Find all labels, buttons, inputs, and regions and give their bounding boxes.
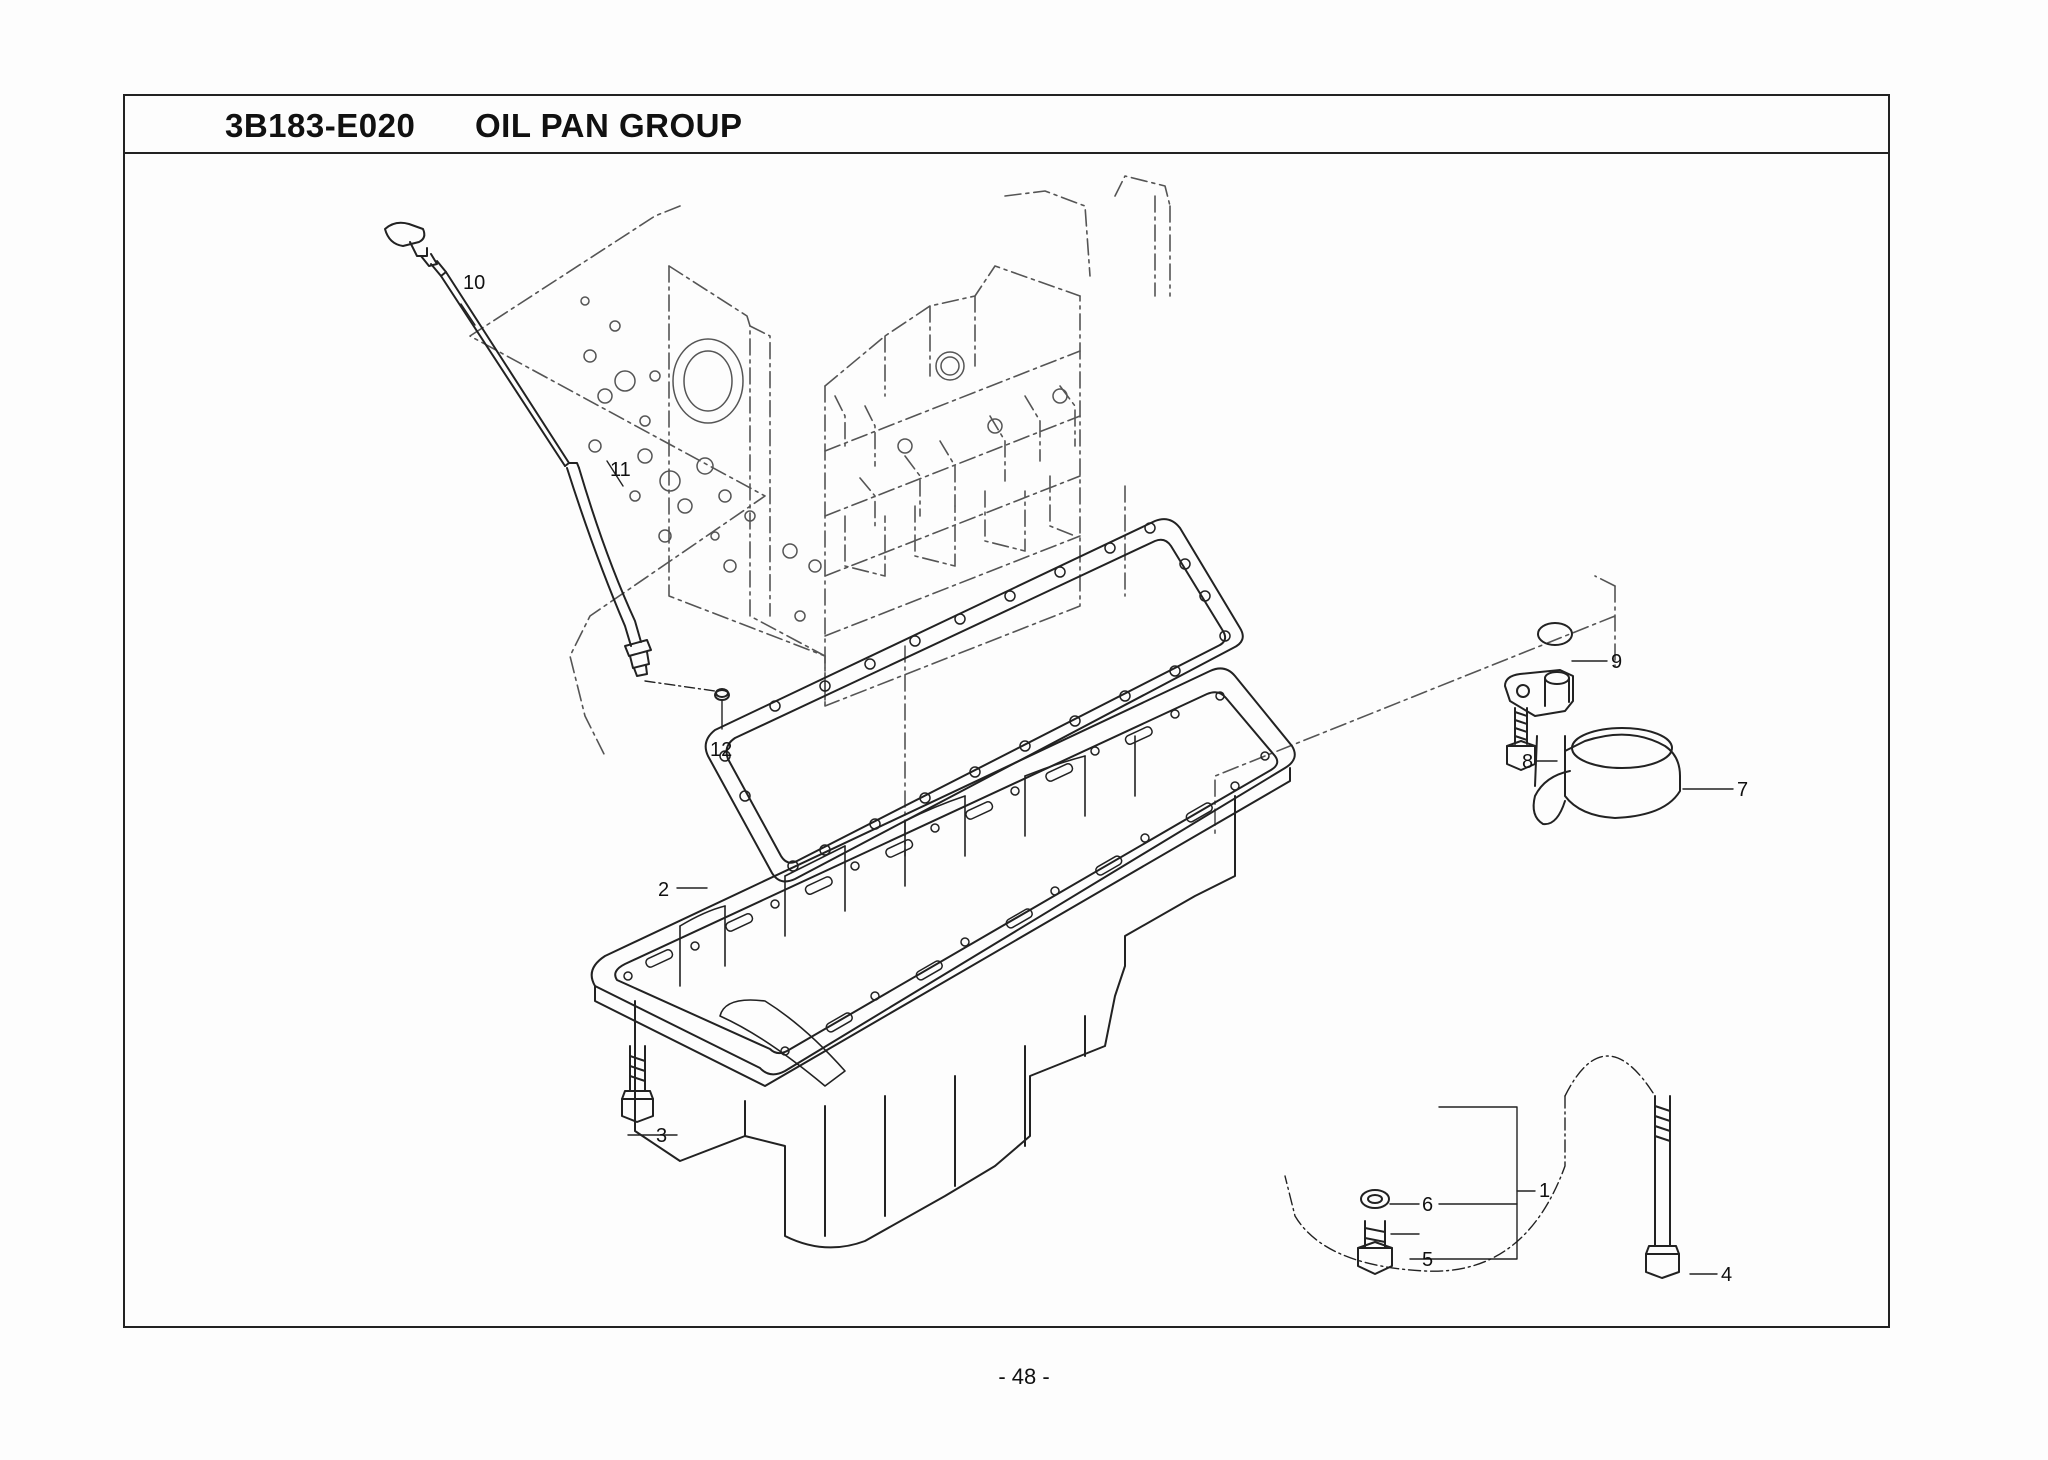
callout-4: 4: [1721, 1264, 1732, 1286]
dipstick-o-ring: [644, 680, 730, 701]
engine-block-phantom: [469, 175, 1616, 857]
part-group-title: OIL PAN GROUP: [475, 107, 743, 144]
engine-block-holes: [580, 296, 1068, 622]
part-group-code: 3B183-E020: [225, 107, 416, 144]
callout-8: 8: [1522, 751, 1533, 773]
callout-9: 9: [1611, 651, 1622, 673]
strainer-mounting-bolt: [1506, 707, 1536, 771]
callout-2: 2: [658, 879, 669, 901]
callout-5: 5: [1422, 1249, 1433, 1271]
oil-pan-flange-slots: [623, 691, 1270, 1056]
drain-plug: [1357, 1220, 1393, 1275]
callout-7: 7: [1737, 779, 1748, 801]
exploded-parts-diagram: 1 2 3 4 5 6 7 8 9 10 11 12: [384, 175, 1748, 1286]
strainer-o-ring: [1537, 622, 1573, 646]
oil-pan: [590, 667, 1296, 1249]
callout-1: 1: [1539, 1180, 1550, 1202]
dipstick: [384, 221, 570, 467]
callout-12: 12: [710, 739, 732, 761]
oil-pan-gasket: [704, 518, 1244, 883]
callout-10: 10: [463, 272, 485, 294]
callout-11: 11: [610, 459, 631, 481]
gasket-bolt-holes: [719, 522, 1231, 872]
callout-leaders: [460, 303, 1734, 1275]
page-number: - 48 -: [998, 1364, 1050, 1389]
oil-strainer: [1504, 669, 1681, 826]
callout-labels: 1 2 3 4 5 6 7 8 9 10 11 12: [463, 272, 1748, 1286]
diagram-header: 3B183-E020 OIL PAN GROUP: [125, 96, 1888, 154]
oil-pan-bolt-long: [1284, 1055, 1680, 1279]
diagram-frame: 3B183-E020 OIL PAN GROUP: [123, 94, 1890, 1328]
dipstick-guide-tube: [564, 462, 652, 677]
callout-3: 3: [656, 1125, 667, 1147]
callout-6: 6: [1422, 1194, 1433, 1216]
oil-pan-bolt-short: [621, 1045, 654, 1123]
drain-plug-gasket: [1360, 1189, 1390, 1209]
